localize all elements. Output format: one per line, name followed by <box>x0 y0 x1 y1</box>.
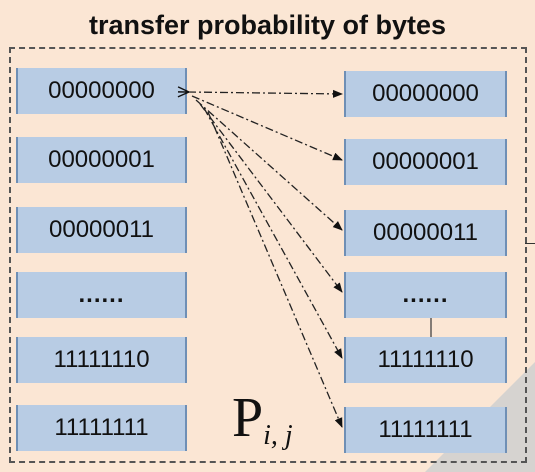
arrow-to-11111111 <box>207 111 343 428</box>
left-byte-4: 11111110 <box>16 337 187 383</box>
arrow-to-00000011 <box>195 99 343 231</box>
right-byte-4: 11111110 <box>344 337 507 383</box>
right-byte-ellipsis: ...... <box>344 272 507 318</box>
left-byte-2: 00000011 <box>16 207 187 253</box>
right-byte-2: 00000011 <box>344 210 507 256</box>
left-byte-0: 00000000 <box>16 68 187 114</box>
probability-subscript: i, j <box>263 420 293 451</box>
left-byte-ellipsis: ...... <box>16 272 187 318</box>
arrow-to-ellipsis <box>199 103 343 293</box>
arrow-to-00000000 <box>188 92 342 94</box>
left-byte-5: 11111111 <box>16 405 187 451</box>
probability-label: Pi, j <box>232 387 293 450</box>
probability-symbol: P <box>232 387 264 449</box>
dashed-frame <box>9 47 527 463</box>
right-byte-1: 00000001 <box>344 139 507 185</box>
diagram-title: transfer probability of bytes <box>88 10 447 40</box>
right-byte-0: 00000000 <box>344 71 507 117</box>
arrow-to-11111110 <box>203 107 343 359</box>
edge-tick <box>525 243 535 244</box>
right-byte-5: 11111111 <box>344 407 507 453</box>
left-byte-1: 00000001 <box>16 137 187 183</box>
arrow-to-00000001 <box>191 95 343 161</box>
